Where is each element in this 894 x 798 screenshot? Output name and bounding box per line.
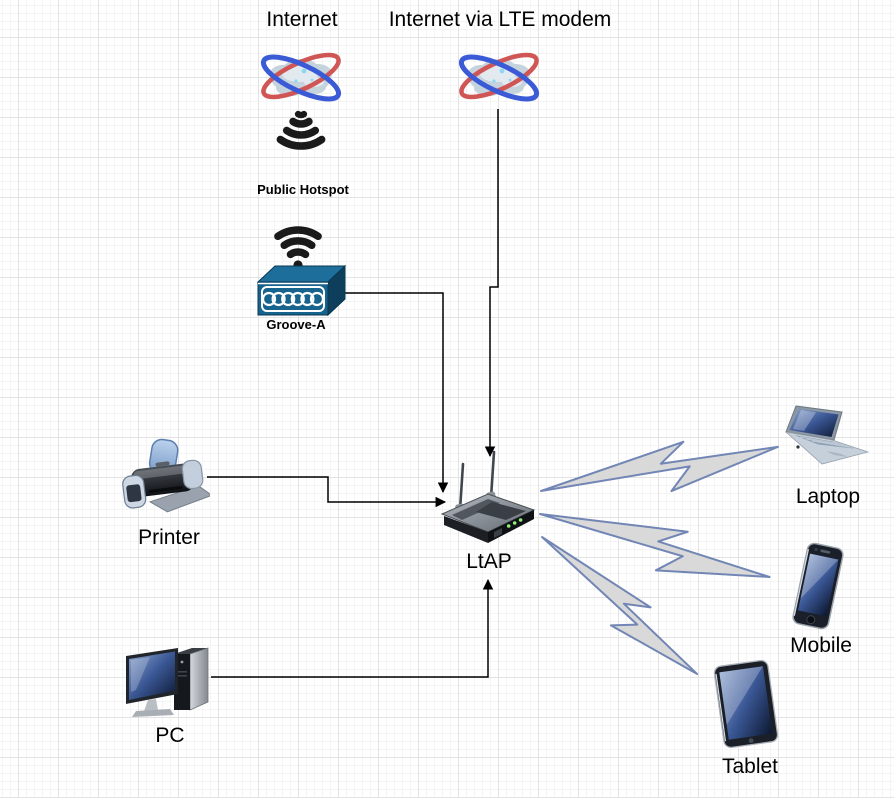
tablet-icon bbox=[713, 659, 779, 749]
access-point-icon bbox=[440, 450, 536, 543]
internet-lte-label: Internet via LTE modem bbox=[388, 8, 612, 31]
node-mobile[interactable] bbox=[790, 540, 846, 632]
node-internet[interactable] bbox=[256, 44, 346, 112]
wireless-bolt-ltap-mobile[interactable] bbox=[534, 496, 776, 598]
node-pc[interactable] bbox=[120, 642, 216, 722]
globe-icon bbox=[458, 52, 540, 102]
pc-label: PC bbox=[155, 724, 185, 747]
wireless-bolt-ltap-tablet[interactable] bbox=[527, 524, 710, 688]
connector-lte-to-ltap[interactable] bbox=[484, 109, 499, 458]
globe-icon bbox=[260, 52, 342, 102]
connector-printer-to-ltap[interactable] bbox=[207, 476, 447, 508]
node-laptop[interactable] bbox=[780, 404, 872, 468]
public-hotspot-label: Public Hotspot bbox=[257, 182, 349, 197]
node-groove-a[interactable] bbox=[256, 262, 346, 316]
node-public-hotspot[interactable] bbox=[261, 109, 341, 159]
groove-wifi[interactable] bbox=[259, 222, 337, 270]
mobile-label: Mobile bbox=[790, 634, 852, 657]
smartphone-icon bbox=[792, 542, 844, 630]
node-ltap[interactable] bbox=[436, 450, 542, 546]
internet-label: Internet bbox=[266, 8, 338, 31]
wifi-signal-up-icon bbox=[274, 226, 322, 270]
node-tablet[interactable] bbox=[708, 658, 784, 750]
printer-icon bbox=[122, 438, 210, 513]
desktop-computer-icon bbox=[126, 647, 209, 717]
ltap-label: LtAP bbox=[466, 550, 512, 573]
wireless-bolt-ltap-laptop[interactable] bbox=[537, 423, 782, 517]
laptop-label: Laptop bbox=[795, 485, 861, 508]
laptop-icon bbox=[784, 405, 870, 465]
printer-label: Printer bbox=[138, 526, 200, 549]
wifi-signal-down-icon bbox=[276, 110, 326, 150]
tablet-label: Tablet bbox=[721, 755, 779, 778]
connector-pc-to-ltap[interactable] bbox=[211, 578, 494, 678]
switch-box-icon bbox=[256, 264, 346, 316]
node-printer[interactable] bbox=[118, 438, 210, 530]
node-internet-lte[interactable] bbox=[454, 44, 544, 112]
groove-a-label: Groove-A bbox=[266, 317, 326, 332]
connector-groove-to-ltap[interactable] bbox=[337, 292, 449, 494]
